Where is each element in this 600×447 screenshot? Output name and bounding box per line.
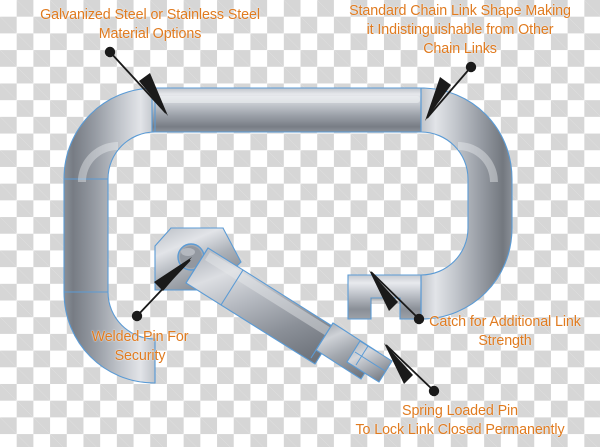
arrow-material-options — [104, 46, 168, 116]
arrow-catch-strength — [369, 270, 425, 325]
spring-pin-seams — [354, 345, 386, 372]
gate-seam-rings — [185, 247, 334, 359]
welded-pin-hole-highlight — [181, 248, 195, 256]
body-right-bow — [420, 87, 513, 320]
body-top-bar — [151, 87, 425, 133]
arrow-spring-loaded-pin — [384, 343, 440, 397]
body-seam-lines — [64, 88, 422, 383]
body-left-bow-tube — [63, 87, 156, 384]
callout-arrows — [104, 46, 477, 397]
callout-label-catch-strength: Catch for Additional Link Strength — [429, 314, 581, 349]
arrow-chain-link-shape — [425, 61, 477, 121]
callout-label-chain-link-shape: Standard Chain Link Shape Making it Indi… — [349, 3, 571, 57]
callout-label-material-options: Galvanized Steel or Stainless Steel Mate… — [40, 7, 260, 42]
carabiner-body-loop — [63, 87, 513, 384]
gate-barrel-highlight — [205, 252, 336, 339]
callout-label-welded-pin: Welded Pin For Security — [91, 329, 189, 364]
body-highlights — [78, 96, 498, 182]
arrow-welded-pin — [131, 257, 192, 322]
callout-label-spring-loaded-pin: Spring Loaded Pin To Lock Link Closed Pe… — [355, 403, 565, 438]
